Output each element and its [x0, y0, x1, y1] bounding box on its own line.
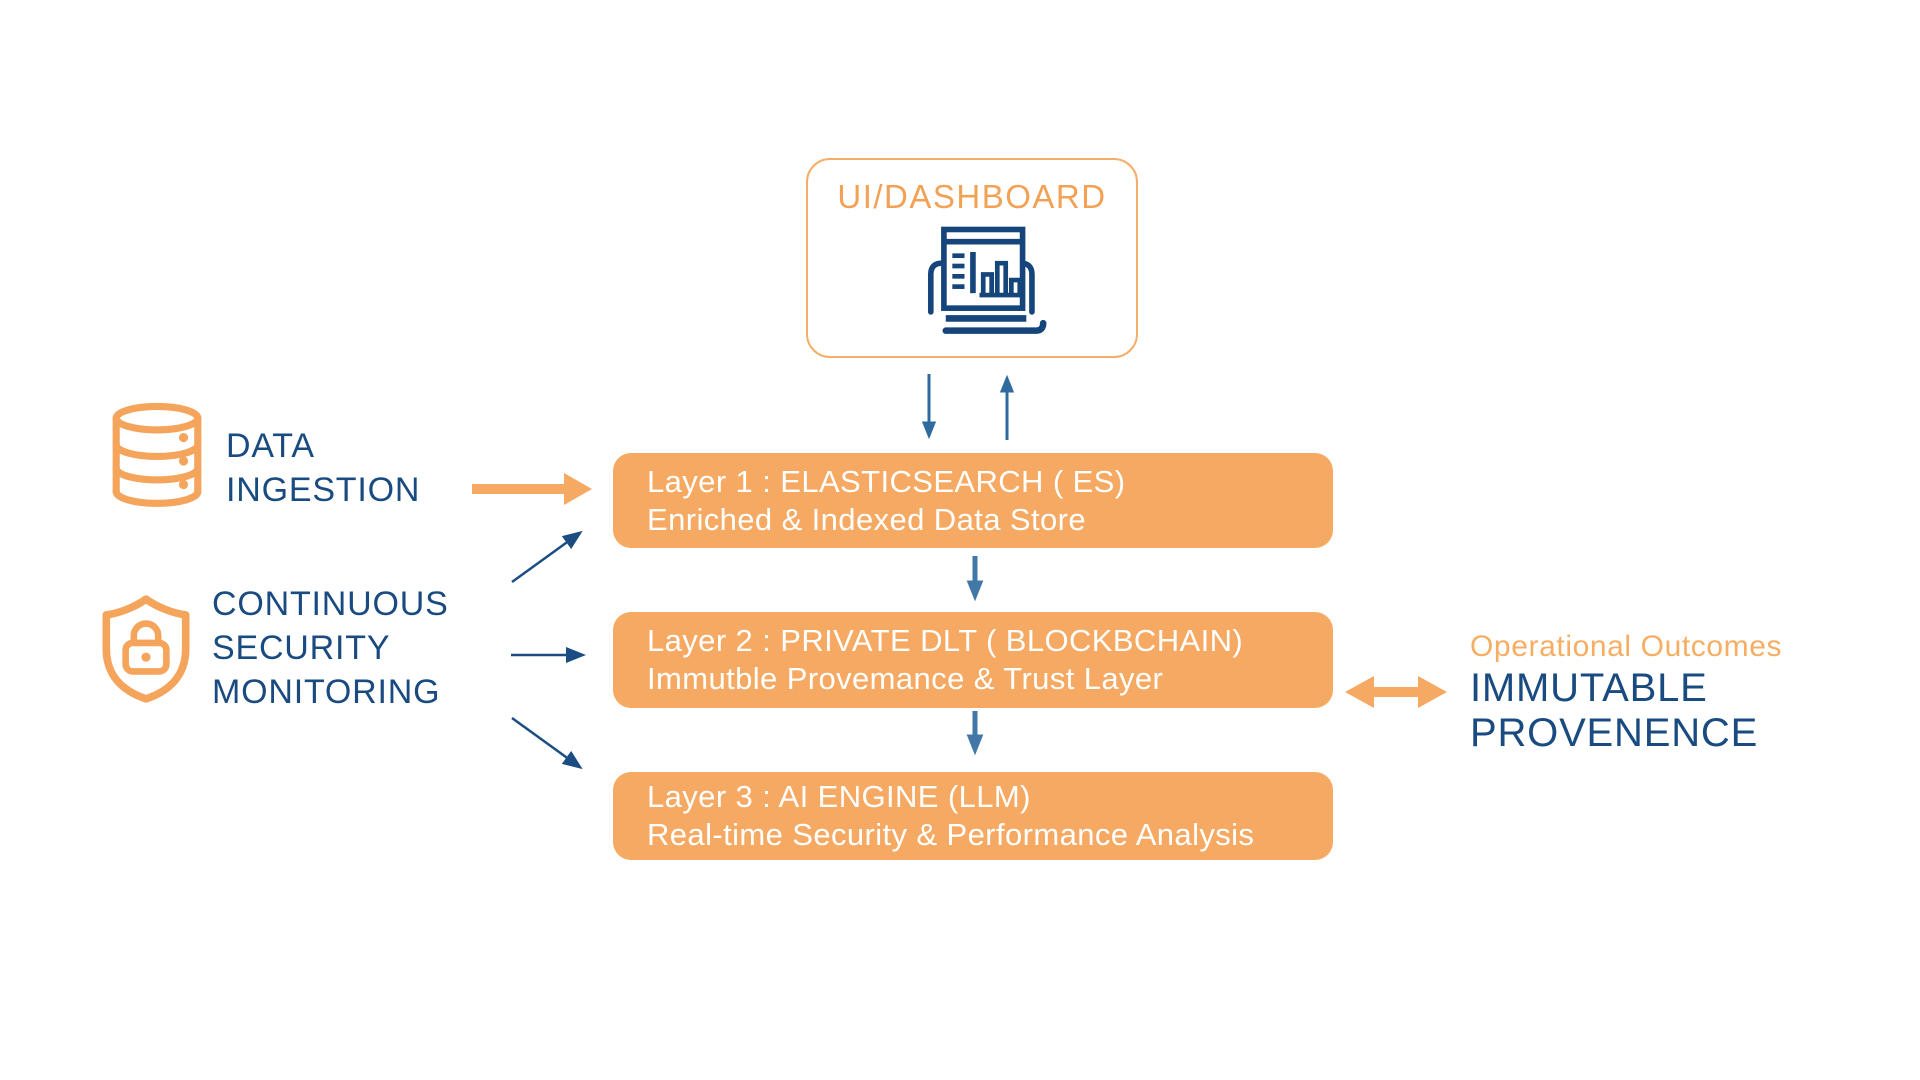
- data-ingestion-line1: DATA: [226, 427, 315, 465]
- layer3-title: Layer 3 : AI ENGINE (LLM): [647, 779, 1031, 814]
- arrow-data-ingestion-to-layer1: [472, 473, 592, 505]
- security-monitoring-line1: CONTINUOUS: [212, 585, 449, 623]
- layer2-title: Layer 2 : PRIVATE DLT ( BLOCKBCHAIN): [647, 623, 1244, 658]
- arrow-monitoring-to-layer3: [511, 716, 583, 770]
- data-ingestion-label: DATA INGESTION: [226, 424, 420, 512]
- shield-lock-icon: [102, 595, 190, 703]
- security-monitoring-label: CONTINUOUS SECURITY MONITORING: [212, 582, 449, 714]
- layer1-subtitle: Enriched & Indexed Data Store: [647, 501, 1086, 537]
- layer3-box: Layer 3 : AI ENGINE (LLM) Real-time Secu…: [613, 772, 1333, 860]
- arrow-layer2-outcomes-bidirectional: [1345, 676, 1447, 708]
- dashboard-laptop-chart-icon: [927, 226, 1047, 334]
- ui-dashboard-title: UI/DASHBOARD: [837, 178, 1107, 215]
- layer2-subtitle: Immutble Provemance & Trust Layer: [647, 661, 1164, 696]
- security-monitoring-line3: MONITORING: [212, 673, 441, 711]
- ui-dashboard-box: UI/DASHBOARD: [806, 158, 1138, 358]
- outcome-line2: PROVENENCE: [1470, 711, 1759, 755]
- database-icon: [112, 402, 202, 507]
- arrow-monitoring-to-layer1: [511, 530, 583, 584]
- layer2-box: Layer 2 : PRIVATE DLT ( BLOCKBCHAIN) Imm…: [613, 612, 1333, 708]
- data-ingestion-line2: INGESTION: [226, 471, 421, 509]
- layer1-box: Layer 1 : ELASTICSEARCH ( ES) Enriched &…: [613, 453, 1333, 548]
- security-monitoring-line2: SECURITY: [212, 629, 391, 667]
- outcome-line1: IMMUTABLE: [1470, 666, 1708, 710]
- layer1-title: Layer 1 : ELASTICSEARCH ( ES): [647, 463, 1126, 499]
- layer3-subtitle: Real-time Security & Performance Analysi…: [647, 817, 1255, 852]
- immutable-provenence-label: IMMUTABLE PROVENENCE: [1470, 666, 1758, 756]
- operational-outcomes-label: Operational Outcomes: [1470, 630, 1783, 663]
